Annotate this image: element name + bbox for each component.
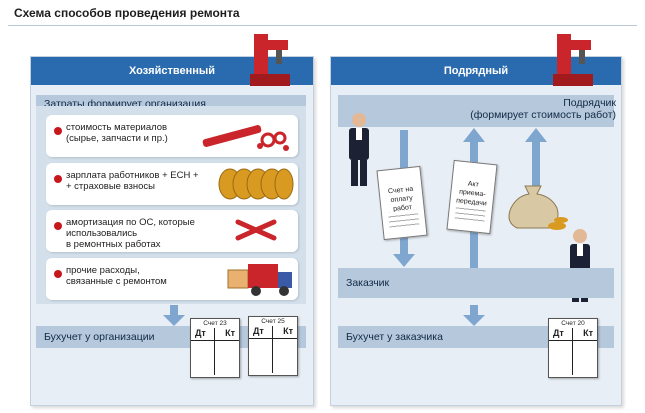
ledger-account-label: Счет 20 (561, 320, 585, 327)
ledger-debit-label: Дт (253, 326, 264, 336)
ledger-divider (191, 340, 239, 341)
doc-lines (387, 209, 420, 231)
contractor-label: Подрядчик (формирует стоимость работ) (470, 97, 616, 121)
cost-item-label: зарплата работников + ЕСН + + страховые … (66, 170, 199, 192)
ledger-credit-label: Кт (225, 328, 235, 338)
ledger-debit-label: Дт (195, 328, 206, 338)
bullet-icon (54, 270, 62, 278)
milling-machine-icon (553, 34, 593, 86)
panel-contract-header: Подрядный (331, 57, 621, 85)
flow-arrow-up (525, 128, 547, 188)
wrench-icon (235, 219, 277, 241)
ledger-account-23: Счет 23 Дт Кт (190, 318, 240, 378)
milling-machine-icon (250, 34, 290, 86)
ledger-divider (549, 340, 597, 341)
customer-bar: Заказчик (338, 268, 614, 298)
coins-icon (218, 168, 294, 200)
flow-arrow-down (463, 305, 485, 326)
doc-acceptance-act: Акт приема- передачи работ (446, 159, 498, 235)
cost-item-depreciation: амортизация по ОС, которые использовалис… (46, 210, 298, 252)
bullet-icon (54, 175, 62, 183)
doc-label: Счет на оплату работ (387, 185, 414, 213)
bullet-icon (54, 222, 62, 230)
ledger-divider (272, 326, 273, 373)
cost-item-materials: стоимость материалов (сырье, запчасти и … (46, 115, 298, 157)
businessman-icon (349, 113, 369, 186)
ledger-divider (214, 328, 215, 375)
contractor-bar (338, 95, 614, 127)
doc-lines (454, 203, 487, 225)
ledger-account-label: Счет 25 (261, 318, 285, 325)
ledger-divider (572, 328, 573, 375)
ledger-account-20: Счет 20 Дт Кт (548, 318, 598, 378)
cost-item-label: стоимость материалов (сырье, запчасти и … (66, 122, 168, 144)
accounting-bar-customer: Бухучет у заказчика (338, 326, 614, 348)
cost-item-label: амортизация по ОС, которые использовалис… (66, 217, 195, 250)
doc-invoice: Счет на оплату работ (376, 165, 428, 241)
ledger-credit-label: Кт (283, 326, 293, 336)
flow-arrow-down (163, 305, 185, 326)
bullet-icon (54, 127, 62, 135)
ledger-debit-label: Дт (553, 328, 564, 338)
ledger-credit-label: Кт (583, 328, 593, 338)
page-title: Схема способов проведения ремонта (14, 6, 240, 20)
title-divider (8, 25, 637, 26)
ledger-account-25: Счет 25 Дт Кт (248, 316, 298, 376)
money-bag-icon (508, 185, 568, 230)
ledger-divider (249, 338, 297, 339)
cost-item-label: прочие расходы, связанные с ремонтом (66, 265, 167, 287)
truck-icon (227, 264, 292, 296)
ledger-account-label: Счет 23 (203, 320, 227, 327)
pipe-parts-icon (202, 125, 289, 151)
